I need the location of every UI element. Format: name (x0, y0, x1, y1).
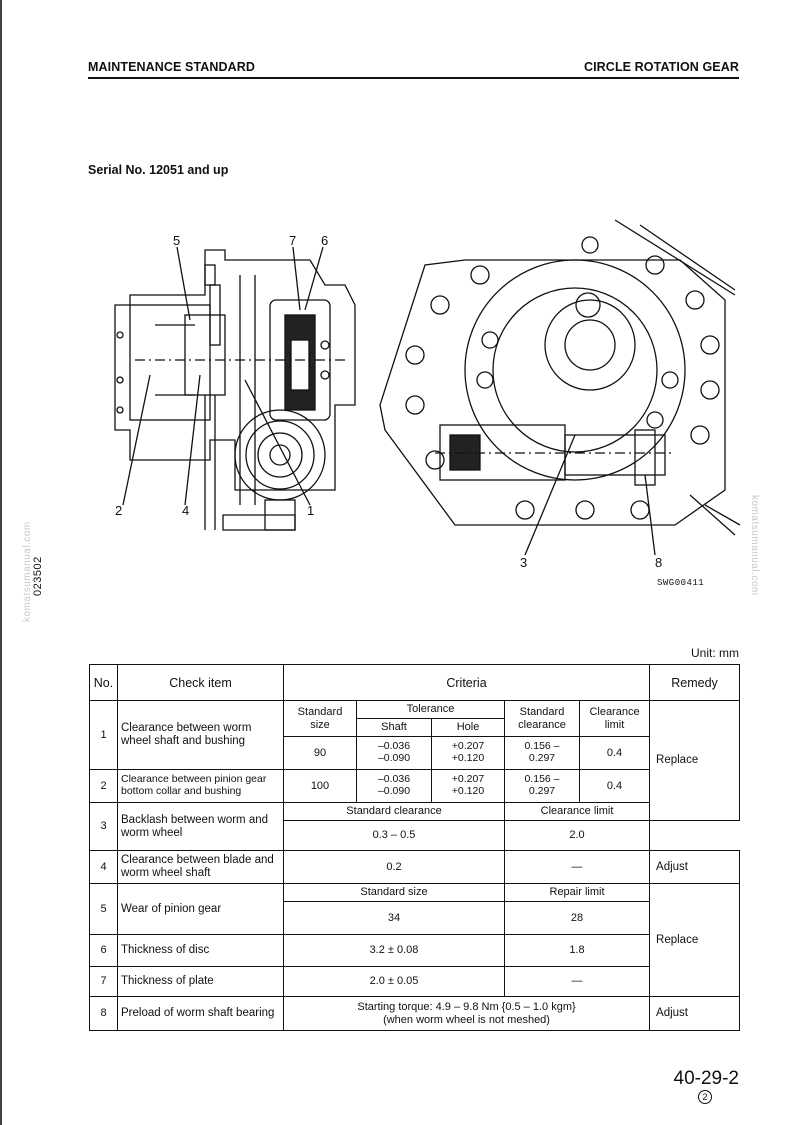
check-item: Preload of worm shaft bearing (117, 996, 284, 1031)
callout-2: 2 (115, 503, 122, 518)
header-check-item: Check item (117, 664, 284, 701)
clearance-limit-value: 0.4 (578, 769, 651, 803)
table-row: 7 Thickness of plate 2.0 ± 0.05 — (89, 966, 740, 997)
limit-value: 2.0 (503, 820, 651, 851)
check-item: Clearance between pinion gear bottom col… (117, 769, 284, 803)
component-title: CIRCLE ROTATION GEAR (583, 60, 739, 74)
callout-8: 8 (655, 555, 662, 570)
callout-7: 7 (289, 233, 296, 248)
row-number: 8 (89, 996, 118, 1031)
standard-clearance-value: 0.156 – 0.297 (504, 736, 580, 770)
remedy-cell: Replace (649, 883, 741, 997)
remedy-cell: Replace (649, 700, 741, 821)
check-item: Wear of pinion gear (117, 883, 284, 935)
table-row: 34 28 (90, 901, 740, 935)
repair-limit-header: Repair limit (503, 883, 651, 902)
row-number: 6 (89, 934, 118, 967)
page-number: 40-29-2 (673, 1068, 740, 1089)
size-subheader-row: 5 Wear of pinion gear Standard size Repa… (89, 883, 741, 997)
revision-mark: 2 (698, 1090, 712, 1104)
standard-value: 0.2 (283, 850, 505, 884)
standard-clearance-header: Standard clearance (504, 700, 580, 737)
check-item: Backlash between worm and worm wheel (117, 802, 284, 851)
check-item: Clearance between blade and worm wheel s… (117, 850, 284, 884)
table-row: 6 Thickness of disc 3.2 ± 0.08 1.8 (89, 934, 740, 967)
limit-value: 1.8 (503, 934, 651, 967)
row-number: 2 (89, 769, 118, 803)
callout-4: 4 (182, 503, 189, 518)
callout-3: 3 (520, 555, 527, 570)
limit-value: 28 (503, 901, 651, 935)
callout-1: 1 (307, 503, 314, 518)
header-criteria: Criteria (282, 664, 651, 701)
section-title: MAINTENANCE STANDARD (88, 60, 256, 74)
standard-size-value: 100 (283, 769, 357, 803)
table-row: 2 Clearance between pinion gear bottom c… (89, 769, 740, 803)
maintenance-standard-table: No. Check item Criteria Remedy 1 Clearan… (89, 664, 741, 1031)
gear-assembly-drawing: 5 7 6 2 4 1 3 8 (114, 219, 741, 570)
shaft-tolerance-value: –0.036 –0.090 (356, 769, 432, 803)
row-number: 1 (89, 700, 118, 770)
watermark-right: komatsumanual.com (749, 495, 760, 596)
standard-value: 3.2 ± 0.08 (283, 934, 505, 967)
row-number: 4 (89, 850, 118, 884)
unit-label: Unit: mm (691, 646, 739, 660)
row-number: 5 (89, 883, 118, 935)
header-no: No. (89, 664, 118, 701)
row-number: 3 (89, 802, 118, 851)
standard-value: 34 (283, 901, 505, 935)
check-item: Thickness of plate (117, 966, 284, 997)
left-view-callouts: 5 7 6 2 4 1 (115, 233, 328, 518)
clearance-subheader-row: 3 Backlash between worm and worm wheel S… (89, 802, 740, 851)
standard-clearance-header: Standard clearance (283, 802, 505, 821)
limit-value: — (503, 850, 651, 884)
side-document-code: 023502 (32, 556, 44, 596)
tolerance-subheader-row: 1 Clearance between worm wheel shaft and… (89, 700, 741, 821)
clearance-limit-header: Clearance limit (578, 700, 651, 737)
serial-number-heading: Serial No. 12051 and up (88, 163, 229, 177)
remedy-cell: Adjust (649, 996, 741, 1031)
standard-size-value: 90 (283, 736, 357, 770)
standard-value: 0.3 – 0.5 (283, 820, 505, 851)
hole-tolerance-value: +0.207 +0.120 (431, 769, 505, 803)
header-remedy: Remedy (649, 664, 741, 701)
page-header: MAINTENANCE STANDARD CIRCLE ROTATION GEA… (88, 58, 739, 78)
clearance-limit-value: 0.4 (578, 736, 651, 770)
table-row: 0.3 – 0.5 2.0 (90, 820, 740, 851)
figure-code: SWG00411 (657, 578, 705, 588)
header-rule (88, 77, 739, 79)
binder-edge-line (0, 0, 2, 1125)
right-view-callouts: 3 8 (520, 555, 662, 570)
shaft-header: Shaft (356, 718, 432, 737)
limit-value: — (503, 966, 651, 997)
side-section-view (114, 246, 356, 531)
clearance-limit-header: Clearance limit (503, 802, 651, 821)
standard-value: 2.0 ± 0.05 (283, 966, 505, 997)
standard-clearance-value: 0.156 – 0.297 (504, 769, 580, 803)
remedy-cell: Adjust (649, 850, 741, 884)
table-row: 90 –0.036 –0.090 +0.207 +0.120 0.156 – 0… (90, 736, 740, 770)
table-row: 8 Preload of worm shaft bearing Starting… (89, 996, 741, 1031)
tolerance-header: Tolerance (356, 700, 505, 719)
front-view (379, 219, 741, 556)
watermark-left: komatsumanual.com (22, 521, 33, 622)
standard-size-header: Standard size (283, 883, 505, 902)
table-row: 4 Clearance between blade and worm wheel… (89, 850, 741, 884)
check-item: Thickness of disc (117, 934, 284, 967)
hole-tolerance-value: +0.207 +0.120 (431, 736, 505, 770)
hole-header: Hole (431, 718, 505, 737)
shaft-tolerance-value: –0.036 –0.090 (356, 736, 432, 770)
standard-value: Starting torque: 4.9 – 9.8 Nm {0.5 – 1.0… (282, 996, 651, 1031)
row-number: 7 (89, 966, 118, 997)
check-item: Clearance between worm wheel shaft and b… (117, 700, 284, 770)
shaft-hole-subheader-row: Shaft Hole (90, 718, 740, 737)
standard-size-header: Standard size (283, 700, 357, 737)
callout-5: 5 (173, 233, 180, 248)
table-header-row: No. Check item Criteria Remedy (89, 664, 741, 701)
callout-6: 6 (321, 233, 328, 248)
